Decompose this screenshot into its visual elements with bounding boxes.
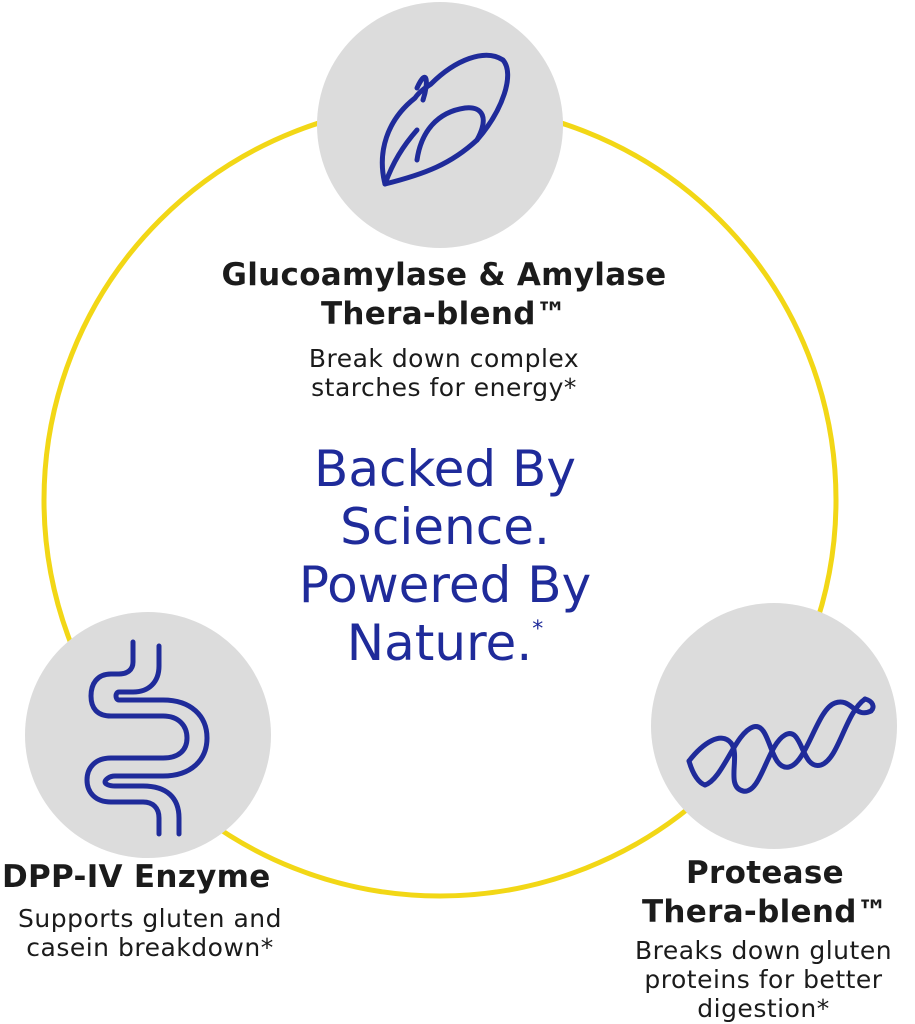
dpp-iv-description: Supports gluten and casein breakdown* [0, 904, 300, 962]
glucoamylase-title-line2: Thera-blend™ [320, 296, 567, 332]
protease-desc-line2: proteins for better [644, 965, 883, 994]
glucoamylase-desc-line2: starches for energy* [311, 373, 577, 402]
glucoamylase-title-line1: Glucoamylase & Amylase [221, 257, 667, 293]
intestine-icon [84, 639, 210, 837]
grain-icon-badge [317, 2, 563, 248]
dpp-iv-title: DPP-IV Enzyme [2, 858, 271, 897]
headline-line2: Science. [340, 498, 550, 556]
protease-title-line1: Protease [686, 855, 844, 891]
glucoamylase-desc-line1: Break down complex [308, 344, 580, 373]
protease-title-line2: Thera-blend™ [641, 894, 888, 930]
glucoamylase-description: Break down complex starches for energy* [260, 344, 628, 402]
protease-title: Protease Thera-blend™ [615, 854, 915, 932]
headline-line1: Backed By [314, 440, 576, 498]
grain-kernel-icon [379, 52, 511, 187]
dpp-iv-title-text: DPP-IV Enzyme [2, 859, 271, 895]
headline-line4-wrap: Nature.* [230, 614, 660, 672]
headline-line3: Powered By [298, 556, 592, 614]
dpp-iv-desc-line2: casein breakdown* [26, 933, 274, 962]
protease-description: Breaks down gluten proteins for better d… [612, 936, 915, 1023]
headline-footnote-mark: * [532, 617, 544, 642]
headline: Backed By Science. Powered By Nature.* [230, 440, 660, 672]
protease-desc-line1: Breaks down gluten [634, 936, 893, 965]
intestine-icon-badge [25, 612, 271, 858]
protein-helix-icon [686, 696, 876, 794]
headline-line4: Nature. [346, 614, 533, 672]
glucoamylase-title: Glucoamylase & Amylase Thera-blend™ [205, 256, 683, 334]
helix-icon-badge [651, 603, 897, 849]
dpp-iv-desc-line1: Supports gluten and [18, 904, 282, 933]
protease-desc-line3: digestion* [697, 994, 830, 1023]
